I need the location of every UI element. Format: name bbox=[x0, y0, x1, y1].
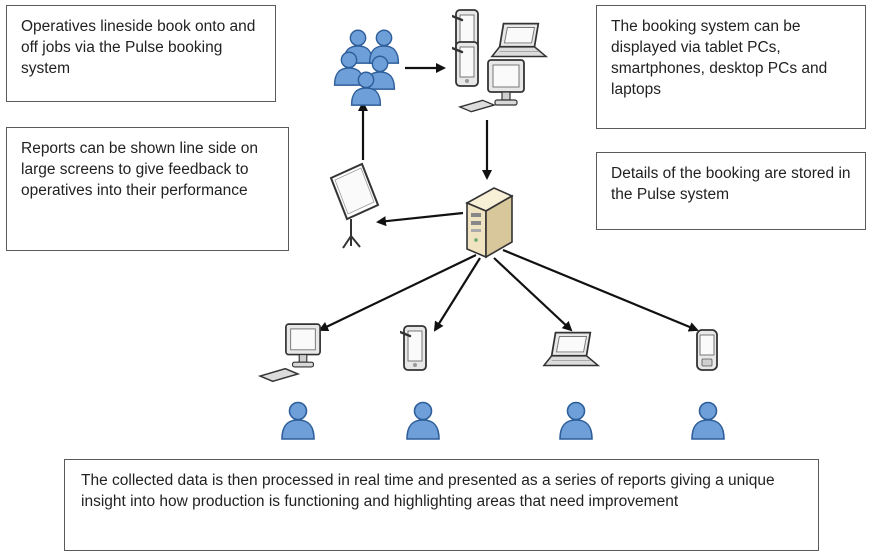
desktop-pc-icon bbox=[285, 323, 321, 368]
smartphone-icon bbox=[696, 329, 718, 371]
viewer-tablet bbox=[400, 324, 440, 440]
annotation-reports-screen-text: Reports can be shown line side on large … bbox=[21, 140, 258, 199]
annotation-storage-text: Details of the booking are stored in the… bbox=[611, 165, 851, 203]
arrow-server-to-tablet bbox=[433, 257, 481, 332]
tablet-pc-icon bbox=[400, 324, 428, 372]
annotation-reports-screen: Reports can be shown line side on large … bbox=[6, 127, 289, 251]
annotation-devices: The booking system can be displayed via … bbox=[596, 5, 866, 129]
annotation-booking: Operatives lineside book onto and off jo… bbox=[6, 5, 276, 102]
server-icon bbox=[465, 187, 514, 259]
cluster-monitor-icon bbox=[487, 59, 525, 106]
viewer-smartphone bbox=[691, 329, 725, 440]
devices-cluster-icon bbox=[452, 8, 548, 113]
user-icon bbox=[691, 401, 725, 440]
cluster-laptop-icon bbox=[490, 22, 548, 58]
arrow-server-to-laptop bbox=[493, 257, 573, 332]
laptop-icon bbox=[542, 331, 600, 367]
annotation-summary: The collected data is then processed in … bbox=[64, 459, 819, 551]
annotation-storage: Details of the booking are stored in the… bbox=[596, 152, 866, 230]
viewer-desktop bbox=[259, 323, 321, 440]
annotation-summary-text: The collected data is then processed in … bbox=[81, 472, 775, 510]
arrow-server-to-screen bbox=[376, 211, 464, 227]
annotation-devices-text: The booking system can be displayed via … bbox=[611, 18, 828, 98]
user-icon bbox=[406, 401, 440, 440]
users-group-icon bbox=[333, 29, 400, 106]
viewer-laptop bbox=[542, 331, 600, 440]
user-icon bbox=[559, 401, 593, 440]
user-icon bbox=[281, 401, 315, 440]
arrow-server-to-desktop bbox=[318, 254, 477, 332]
projection-screen-icon bbox=[329, 162, 380, 249]
desktop-keyboard-icon bbox=[259, 367, 299, 383]
annotation-booking-text: Operatives lineside book onto and off jo… bbox=[21, 18, 256, 77]
cluster-tablet-icon-2 bbox=[452, 40, 480, 88]
flow-arrows bbox=[318, 63, 699, 332]
cluster-keyboard-icon bbox=[459, 99, 495, 113]
arrow-server-to-phone bbox=[502, 248, 699, 332]
